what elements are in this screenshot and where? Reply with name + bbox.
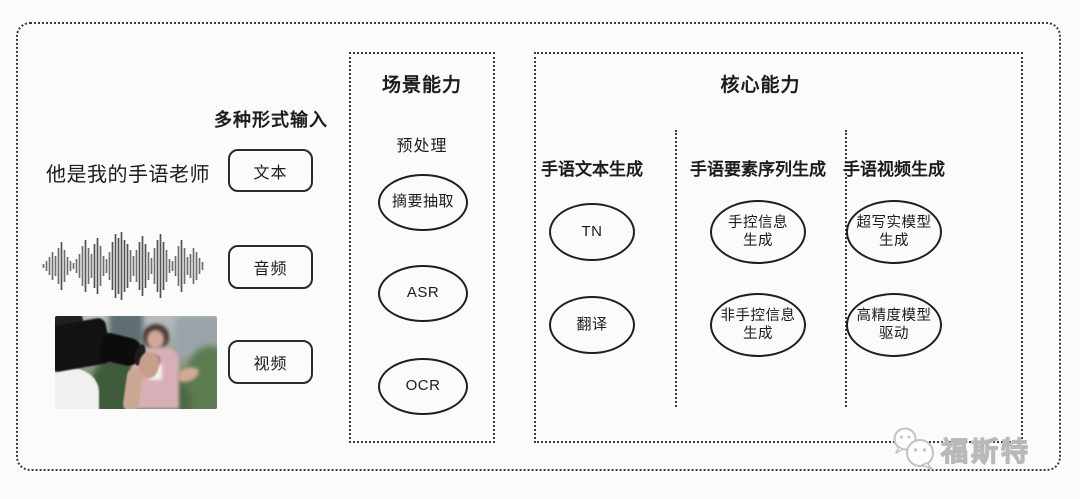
watermark-text: 福斯特 [940, 436, 1031, 467]
column-header: 手语文本生成 [541, 160, 643, 179]
input-type-audio-box: 音频 [228, 245, 313, 289]
column-separator [845, 130, 847, 407]
input-section-label: 多种形式输入 [214, 110, 328, 130]
core-column-video-generation: 手语视频生成 超写实模型 生成 高精度模型 驱动 [819, 155, 969, 375]
brand-logo-icon [893, 427, 934, 470]
core-column-element-sequence-generation: 手语要素序列生成 手控信息 生成 非手控信息 生成 [683, 155, 833, 375]
scene-panel-title: 场景能力 [381, 75, 462, 96]
core-capability-panel: 核心能力 [534, 52, 1023, 443]
column-separator [675, 130, 677, 407]
node-tn: TN [549, 203, 635, 261]
video-thumbnail [55, 316, 217, 409]
node-translation: 翻译 [549, 296, 635, 354]
photographer-shoulder [55, 368, 99, 409]
input-type-audio-label: 音频 [253, 261, 288, 278]
input-type-text-box: 文本 [228, 149, 313, 192]
node-non-manual-info-generation: 非手控信息 生成 [710, 293, 806, 357]
sample-text-sentence: 他是我的手语老师 [46, 164, 210, 186]
scene-panel-subtitle: 预处理 [396, 138, 448, 155]
input-type-video-box: 视频 [228, 340, 313, 384]
node-asr: ASR [378, 265, 468, 322]
input-type-text-label: 文本 [253, 164, 288, 182]
core-panel-title: 核心能力 [720, 75, 801, 96]
node-manual-info-generation: 手控信息 生成 [710, 200, 806, 264]
node-high-precision-model-driving: 高精度模型 驱动 [846, 293, 942, 357]
outer-dotted-frame [16, 22, 1061, 471]
node-summary-extraction: 摘要抽取 [378, 174, 468, 231]
audio-waveform-icon [42, 232, 204, 300]
column-header: 手语要素序列生成 [690, 160, 826, 179]
core-column-text-generation: 手语文本生成 TN 翻译 [517, 155, 667, 375]
node-hyperrealistic-model-generation: 超写实模型 生成 [846, 200, 942, 264]
scene-capability-panel: 场景能力 预处理 摘要抽取 ASR OCR [349, 52, 495, 443]
node-ocr: OCR [378, 358, 468, 415]
column-header: 手语视频生成 [843, 160, 945, 179]
watermark: 福斯特 [889, 425, 1031, 473]
reporter-face [147, 330, 164, 349]
input-type-video-label: 视频 [253, 356, 288, 373]
